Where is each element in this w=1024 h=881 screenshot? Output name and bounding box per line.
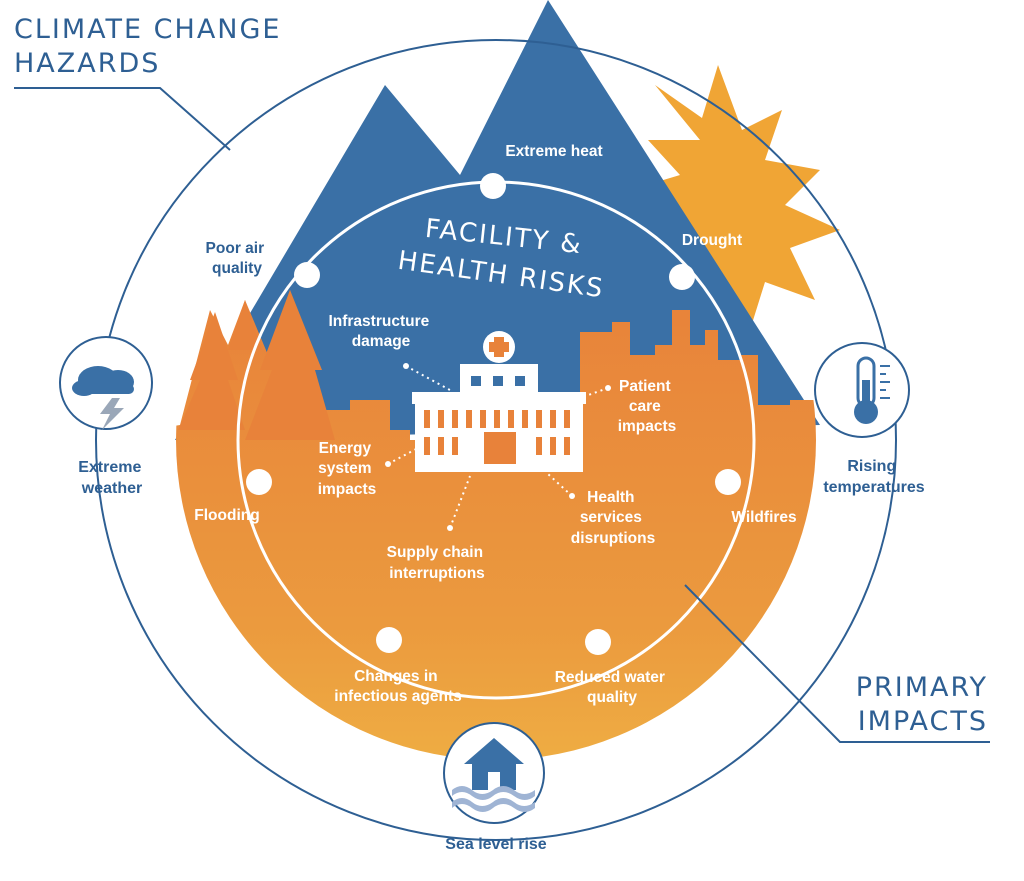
hazards-title-line1: CLIMATE CHANGE — [14, 14, 281, 45]
pine-trees — [178, 290, 335, 440]
thermometer-icon — [854, 356, 890, 424]
flooding-label: Flooding — [194, 507, 259, 524]
node-poor-air-quality — [294, 262, 320, 288]
health-services-disruptions-label: Health services disruptions — [571, 489, 655, 547]
poor-air-quality-label: Poor air quality — [206, 240, 269, 277]
infectious-agents-label: Changes in infectious agents — [334, 668, 461, 705]
hazards-title-line2: HAZARDS — [14, 48, 160, 79]
storm-cloud-icon — [72, 366, 134, 430]
energy-system-impacts-label: Energy system impacts — [318, 440, 377, 498]
extreme-weather-label: Extreme weather — [78, 459, 146, 497]
impacts-connector — [684, 584, 990, 743]
impacts-title-line1: PRIMARY — [856, 672, 988, 703]
risk-leader-lines — [387, 365, 609, 529]
node-wildfires — [715, 469, 741, 495]
node-infectious-agents — [376, 627, 402, 653]
mountains — [175, 0, 820, 440]
impacts-title-line2: IMPACTS — [858, 706, 988, 737]
node-water-quality — [585, 629, 611, 655]
drought-label: Drought — [682, 232, 742, 249]
hospital-icon — [412, 331, 586, 472]
rising-temperatures-badge — [814, 342, 910, 438]
patient-care-impacts-label: Patient care impacts — [618, 378, 677, 435]
rising-temperatures-label: Rising temperatures — [823, 458, 924, 496]
water-quality-label: Reduced water quality — [555, 669, 670, 706]
flooded-house-icon — [452, 738, 535, 812]
sea-level-rise-label: Sea level rise — [445, 836, 547, 853]
extreme-heat-label: Extreme heat — [505, 143, 602, 160]
node-extreme-heat — [480, 173, 506, 199]
sea-level-rise-badge — [443, 722, 545, 824]
node-flooding — [246, 469, 272, 495]
node-drought — [669, 264, 695, 290]
extreme-weather-badge — [59, 336, 153, 430]
wildfires-label: Wildfires — [731, 509, 796, 526]
supply-chain-interruptions-label: Supply chain interruptions — [387, 544, 488, 582]
infrastructure-damage-label: Infrastructure damage — [328, 313, 433, 350]
risk-leader-dots — [385, 363, 611, 531]
hazards-connector — [14, 87, 231, 151]
impact-nodes — [246, 173, 741, 655]
outer-ring — [95, 39, 897, 841]
